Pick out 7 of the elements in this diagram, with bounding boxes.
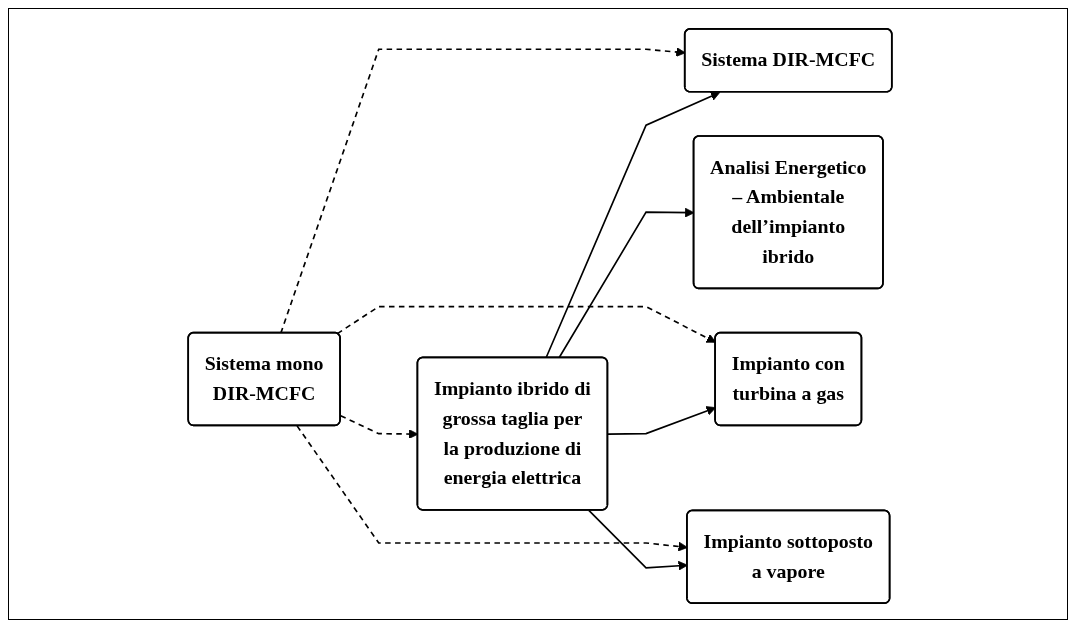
process-box: Sistema DIR-MCFC (683, 28, 893, 93)
process-box: Impianto ibrido di grossa taglia per la produzione di energia elettrica (416, 356, 609, 511)
arrow (545, 91, 721, 359)
process-box: Sistema mono DIR-MCFC (187, 331, 341, 427)
process-box: Impianto sottoposto a vapore (686, 509, 891, 604)
process-box: Impianto con turbina a gas (714, 331, 863, 427)
process-box: Analisi Energetico – Ambientale dell’impianto ibrido (692, 135, 884, 290)
